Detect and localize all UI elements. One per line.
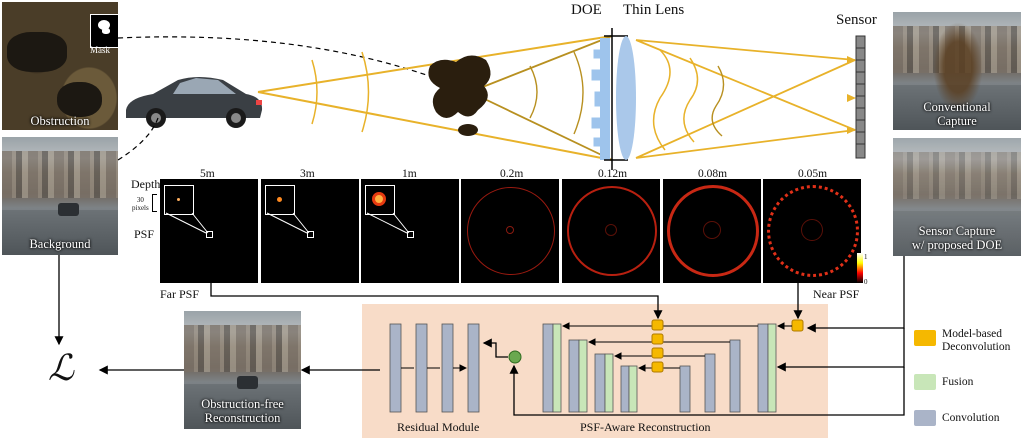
doe-label: DOE [571,2,602,18]
psf-label: PSF [134,227,155,241]
depth-3m: 3m [300,168,315,180]
mask-inset [90,14,118,48]
depth-0-08m: 0.08m [698,168,728,180]
sensor-label: Sensor [836,12,877,28]
depth-5m: 5m [200,168,215,180]
depth-1m: 1m [402,168,417,180]
conventional-capture-image: Conventional Capture [893,12,1021,130]
mask-label: Mask [90,45,110,55]
far-psf-label: Far PSF [160,287,200,301]
psf-0-08m [663,179,761,283]
psf-0-12m [562,179,660,283]
car-illustration [126,77,263,128]
optical-setup [117,28,866,170]
psf-0-05m [763,179,861,283]
obstruction-caption: Obstruction [30,114,90,128]
doe-element [591,28,628,170]
legend-conv-swatch [914,410,936,426]
sensor-array [855,35,866,159]
background-caption: Background [29,237,91,251]
psf-0-2m [461,179,559,283]
legend-fusion-swatch [914,374,936,390]
pixels-bracket [152,194,157,212]
depth-0-12m: 0.12m [598,168,628,180]
legend-fusion-label: Fusion [942,376,974,388]
pixels-label: 30 pixels [132,196,149,212]
legend-deconv-swatch [914,330,936,346]
reconstruction-caption: Obstruction-free Reconstruction [201,397,284,425]
depth-0-05m: 0.05m [798,168,828,180]
depth-label: Depth [131,177,161,191]
reconstruction-image: Obstruction-free Reconstruction [184,311,301,429]
psf-3m [261,179,359,283]
obstruction-image: Mask Obstruction [2,2,118,130]
loss-symbol: ℒ [48,348,74,388]
background-connector [117,117,159,161]
sensor-capture-caption: Sensor Capture w/ proposed DOE [911,224,1003,252]
residual-module-label: Residual Module [397,420,480,434]
psf-1m [361,179,459,283]
sensor-capture-image: Sensor Capture w/ proposed DOE [893,138,1021,256]
colorbar [857,253,863,283]
near-psf-label: Near PSF [813,287,860,301]
background-image: Background [2,137,118,255]
legend-conv-label: Convolution [942,412,1000,424]
obstruction-connector [117,36,436,79]
thin-lens-label: Thin Lens [623,2,685,18]
depth-0-2m: 0.2m [500,168,524,180]
colorbar-min: 0 [864,278,868,286]
colorbar-max: 1 [864,253,868,261]
psf-5m [160,179,258,283]
thin-lens [616,36,636,160]
conventional-capture-caption: Conventional Capture [923,100,991,128]
psf-aware-label: PSF-Aware Reconstruction [580,420,711,434]
legend-deconv-label: Model-based Deconvolution [942,328,1011,353]
